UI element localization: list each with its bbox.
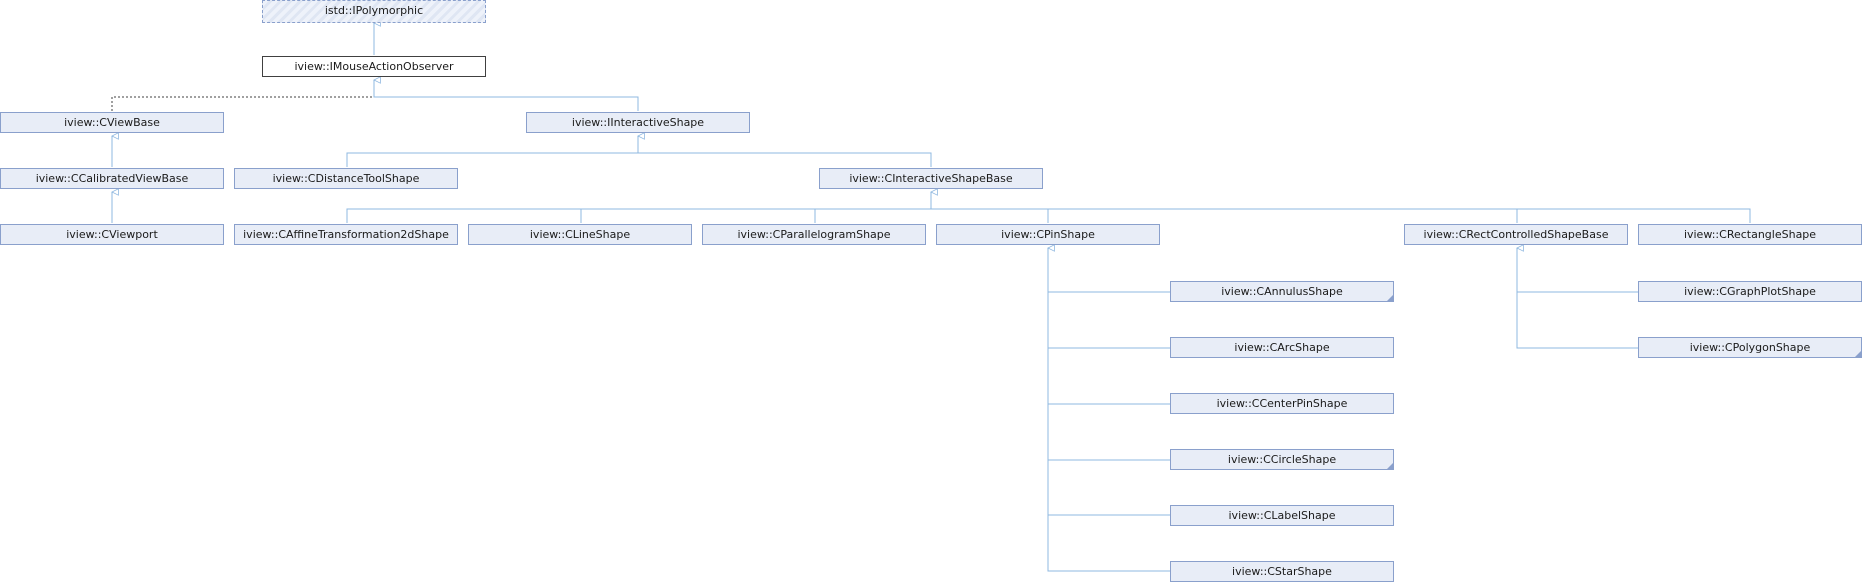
node-cstarshape[interactable]: iview::CStarShape [1170,561,1394,582]
edge-cviewbase-imouseactionobserver [111,96,374,111]
has-children-corner-icon [1855,351,1861,357]
node-ipolymorphic[interactable]: istd::IPolymorphic [262,0,486,23]
edge-cdistancetoolshape-iinteractiveshape [346,152,932,167]
node-cgraphplotshape[interactable]: iview::CGraphPlotShape [1638,281,1862,302]
node-cparallelogramshape[interactable]: iview::CParallelogramShape [702,224,926,245]
node-ccircleshape-label: iview::CCircleShape [1227,453,1337,466]
node-iinteractiveshape[interactable]: iview::IInteractiveShape [526,112,750,133]
node-cpolygonshape[interactable]: iview::CPolygonShape [1638,337,1862,358]
node-clineshape[interactable]: iview::CLineShape [468,224,692,245]
node-caffinetransformation2dshape[interactable]: iview::CAffineTransformation2dShape [234,224,458,245]
edge-iinteractiveshape-imouseactionobserver [374,80,639,111]
node-crectangleshape[interactable]: iview::CRectangleShape [1638,224,1862,245]
node-cannulusshape[interactable]: iview::CAnnulusShape [1170,281,1394,302]
node-cdistancetoolshape[interactable]: iview::CDistanceToolShape [234,168,458,189]
node-cviewport[interactable]: iview::CViewport [0,224,224,245]
node-cinteractiveshapebase[interactable]: iview::CInteractiveShapeBase [819,168,1043,189]
node-cviewbase[interactable]: iview::CViewBase [0,112,224,133]
node-cannulusshape-label: iview::CAnnulusShape [1221,285,1343,298]
node-imouseactionobserver: iview::IMouseActionObserver [262,56,486,77]
node-ccenterpinshape[interactable]: iview::CCenterPinShape [1170,393,1394,414]
node-clabelshape[interactable]: iview::CLabelShape [1170,505,1394,526]
node-cpinshape[interactable]: iview::CPinShape [936,224,1160,245]
node-carcshape[interactable]: iview::CArcShape [1170,337,1394,358]
node-crectcontrolledshapebase[interactable]: iview::CRectControlledShapeBase [1404,224,1628,245]
edge-cpinshape-children [1047,248,1170,572]
has-children-corner-icon [1387,463,1393,469]
edge-crectcontrolled-children [1516,248,1638,349]
node-ccalibratedviewbase[interactable]: iview::CCalibratedViewBase [0,168,224,189]
node-ccircleshape[interactable]: iview::CCircleShape [1170,449,1394,470]
node-cpolygonshape-label: iview::CPolygonShape [1689,341,1811,354]
has-children-corner-icon [1387,295,1393,301]
